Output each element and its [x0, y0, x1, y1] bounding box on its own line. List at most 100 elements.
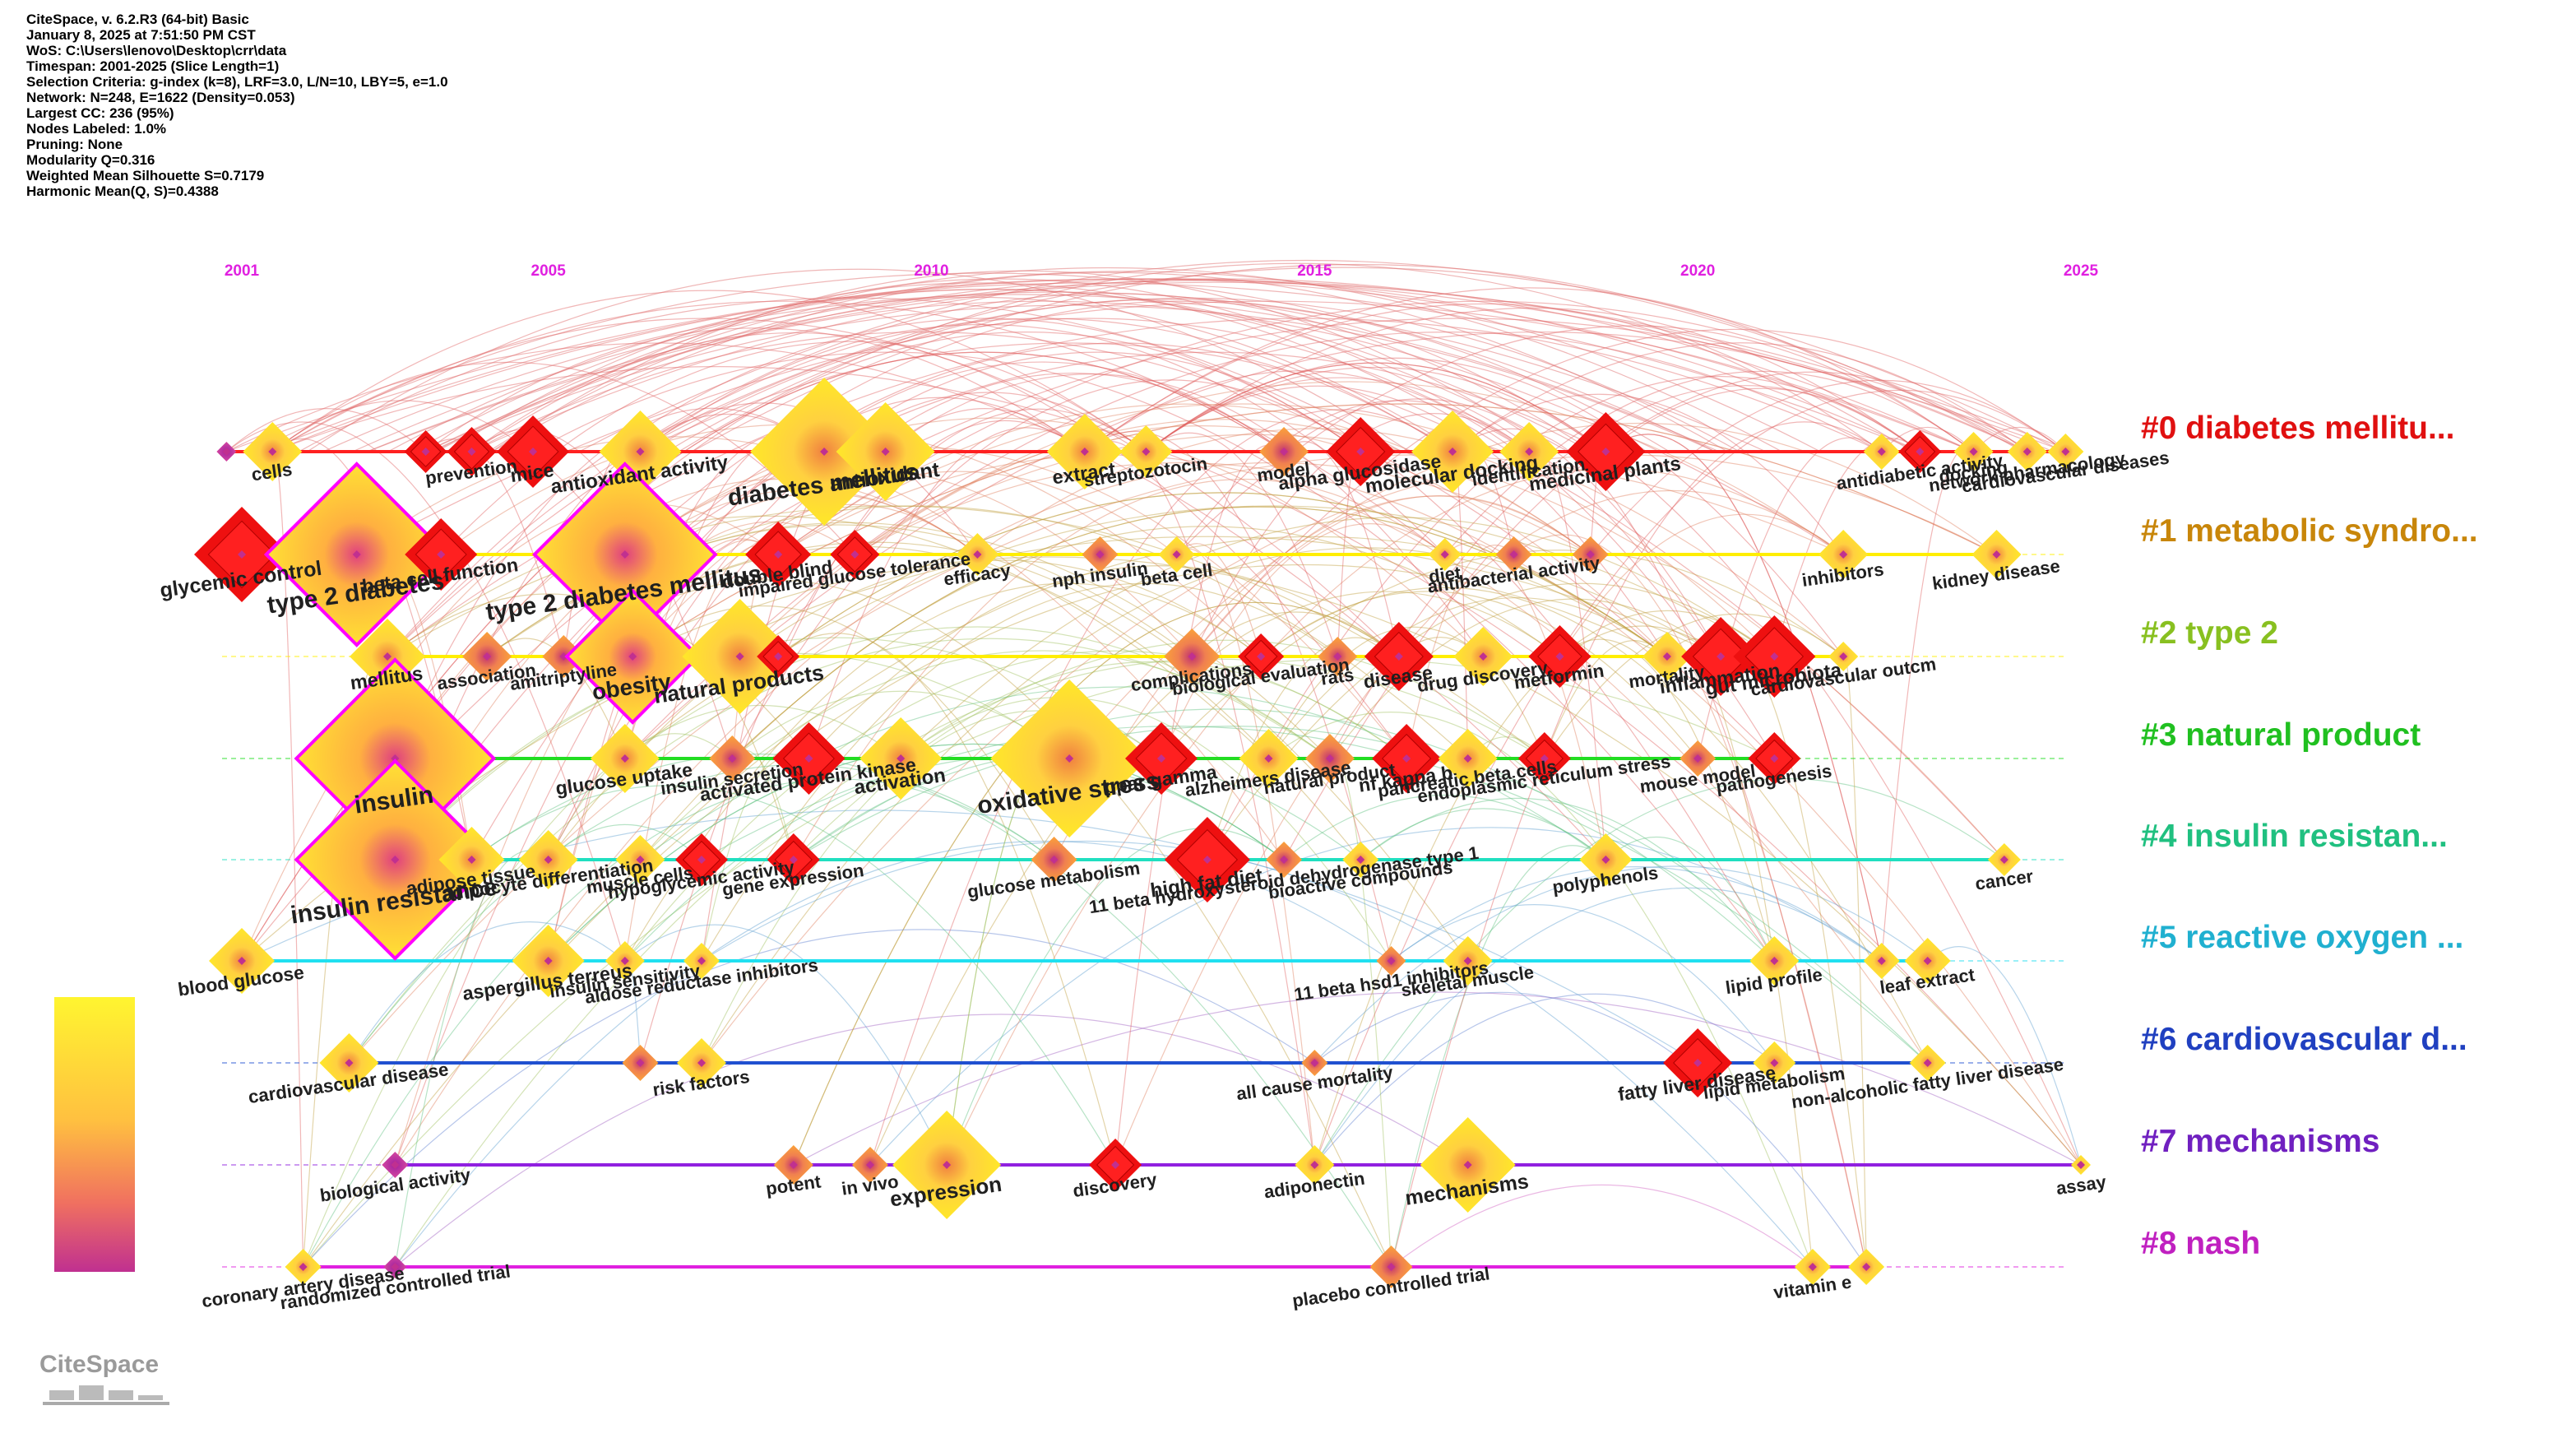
keyword-node[interactable]	[1642, 632, 1692, 681]
keyword-node[interactable]	[216, 442, 237, 462]
keyword-node[interactable]	[1364, 622, 1434, 691]
keyword-node[interactable]	[1987, 843, 2021, 876]
keyword-node[interactable]	[615, 835, 665, 884]
keyword-node[interactable]	[497, 415, 570, 488]
keyword-node[interactable]	[677, 1038, 726, 1088]
keyword-node[interactable]	[1453, 627, 1513, 686]
keyword-node[interactable]	[1495, 536, 1532, 573]
keyword-node[interactable]	[1679, 740, 1717, 777]
keyword-node[interactable]	[1528, 625, 1591, 688]
keyword-node[interactable]	[851, 1147, 888, 1183]
keyword-node[interactable]	[1266, 842, 1303, 878]
keyword-node[interactable]	[1898, 430, 1942, 473]
keyword-node[interactable]	[1733, 615, 1816, 698]
keyword-node[interactable]	[438, 827, 505, 893]
keyword-node[interactable]	[462, 632, 512, 681]
keyword-node[interactable]	[1794, 1249, 1831, 1285]
keyword-node[interactable]	[590, 724, 660, 793]
keyword-node[interactable]	[1031, 837, 1077, 883]
keyword-node[interactable]	[1164, 629, 1221, 684]
keyword-node[interactable]	[383, 1255, 407, 1278]
keyword-node[interactable]	[1376, 946, 1406, 976]
keyword-node[interactable]	[1909, 1045, 1946, 1081]
keyword-node[interactable]	[1304, 734, 1355, 783]
keyword-node[interactable]	[1259, 427, 1309, 476]
keyword-node[interactable]	[319, 1033, 379, 1092]
keyword-node[interactable]	[1828, 642, 1859, 671]
keyword-node[interactable]	[772, 722, 846, 795]
keyword-node[interactable]	[1089, 1139, 1142, 1191]
keyword-node[interactable]	[2071, 1155, 2091, 1175]
keyword-node[interactable]	[243, 422, 303, 481]
keyword-node[interactable]	[1499, 422, 1559, 481]
keyword-node[interactable]	[1748, 732, 1801, 785]
keyword-node[interactable]	[1238, 633, 1285, 680]
keyword-node[interactable]	[773, 1145, 813, 1185]
keyword-node[interactable]	[1342, 842, 1379, 878]
keyword-node[interactable]	[405, 518, 478, 591]
keyword-node[interactable]	[1158, 536, 1195, 573]
keyword-node[interactable]	[263, 462, 450, 647]
keyword-node[interactable]	[836, 402, 935, 501]
keyword-node[interactable]	[1119, 425, 1173, 478]
keyword-node[interactable]	[1295, 1145, 1335, 1185]
keyword-node[interactable]	[757, 635, 800, 678]
keyword-node[interactable]	[564, 588, 701, 725]
keyword-node[interactable]	[745, 522, 812, 587]
keyword-node[interactable]	[1372, 724, 1442, 793]
keyword-node[interactable]	[682, 599, 798, 714]
keyword-node[interactable]	[1749, 936, 1800, 986]
keyword-node[interactable]	[194, 507, 290, 602]
keyword-node[interactable]	[622, 1045, 659, 1081]
keyword-node[interactable]	[1326, 417, 1396, 486]
keyword-node[interactable]	[1420, 1117, 1516, 1213]
keyword-node[interactable]	[209, 928, 275, 994]
keyword-node[interactable]	[1369, 1246, 1413, 1288]
keyword-node[interactable]	[1239, 729, 1299, 788]
keyword-node[interactable]	[2007, 432, 2047, 471]
keyword-node[interactable]	[859, 717, 943, 800]
keyword-node[interactable]	[1863, 434, 1900, 470]
keyword-node[interactable]	[285, 1249, 322, 1285]
keyword-node[interactable]	[1438, 729, 1498, 788]
keyword-node[interactable]	[1046, 414, 1123, 489]
keyword-node[interactable]	[1753, 1041, 1796, 1084]
keyword-node[interactable]	[1566, 412, 1646, 491]
keyword-node[interactable]	[382, 1152, 409, 1178]
keyword-node[interactable]	[1318, 637, 1358, 676]
keyword-node[interactable]	[404, 430, 447, 473]
keyword-node[interactable]	[605, 941, 645, 981]
keyword-node[interactable]	[1971, 530, 2022, 579]
keyword-node[interactable]	[1953, 432, 1994, 471]
keyword-node[interactable]	[892, 1111, 1002, 1219]
keyword-node[interactable]	[1443, 936, 1493, 986]
keyword-node[interactable]	[990, 680, 1149, 837]
keyword-node[interactable]	[1579, 833, 1633, 886]
keyword-node[interactable]	[532, 462, 718, 647]
keyword-node[interactable]	[1301, 1050, 1328, 1076]
keyword-node[interactable]	[675, 833, 728, 886]
keyword-node[interactable]	[1082, 536, 1119, 573]
keyword-node[interactable]	[1863, 943, 1900, 979]
keyword-node[interactable]	[1428, 538, 1462, 571]
keyword-node[interactable]	[1572, 536, 1609, 573]
keyword-node[interactable]	[1517, 732, 1571, 785]
keyword-node[interactable]	[956, 533, 999, 576]
keyword-node[interactable]	[518, 830, 578, 889]
keyword-node[interactable]	[1164, 817, 1250, 902]
keyword-node[interactable]	[1681, 617, 1761, 696]
keyword-node[interactable]	[1411, 411, 1494, 493]
keyword-node[interactable]	[709, 735, 756, 782]
keyword-node[interactable]	[830, 530, 880, 579]
keyword-node[interactable]	[750, 378, 899, 526]
keyword-node[interactable]	[1848, 1249, 1885, 1285]
keyword-node[interactable]	[542, 635, 586, 678]
keyword-node[interactable]	[1818, 530, 1869, 579]
keyword-node[interactable]	[447, 427, 497, 476]
keyword-node[interactable]	[512, 925, 585, 997]
keyword-node[interactable]	[2047, 434, 2084, 470]
keyword-node[interactable]	[683, 943, 720, 979]
keyword-node[interactable]	[1125, 722, 1198, 795]
keyword-node[interactable]	[767, 833, 820, 886]
keyword-node[interactable]	[1663, 1028, 1733, 1097]
